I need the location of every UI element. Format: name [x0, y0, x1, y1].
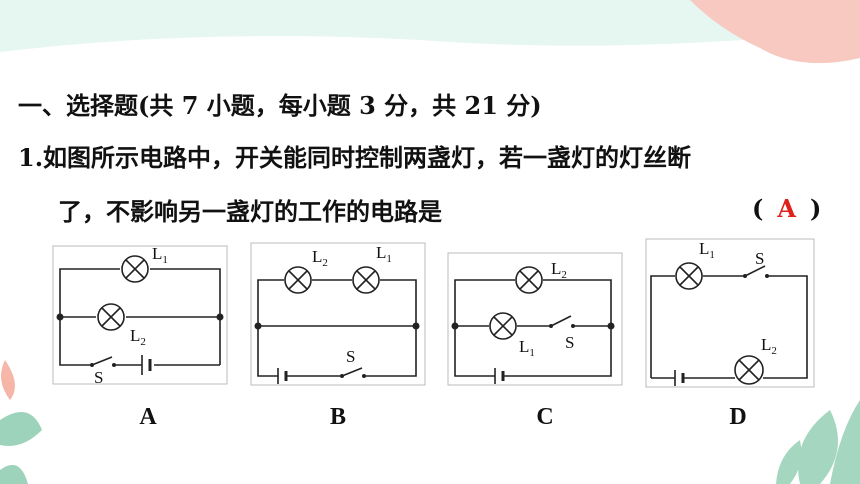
- answer-close-paren: ): [809, 194, 822, 223]
- lamp2-label-a: L2: [130, 326, 146, 348]
- option-b-label[interactable]: B: [329, 404, 346, 430]
- option-d-label[interactable]: D: [729, 404, 747, 430]
- answer-open-paren: (: [752, 194, 764, 223]
- leaf-decoration-right: [776, 400, 860, 484]
- lamp2-label-c: L2: [551, 259, 567, 281]
- option-a-label[interactable]: A: [139, 404, 157, 430]
- circuit-diagram-a: L1 L2 S: [52, 245, 228, 385]
- lamp1-label-a: L1: [152, 245, 168, 266]
- circuit-diagram-d: L1 S L2: [645, 238, 815, 388]
- switch-label-d: S: [755, 249, 764, 268]
- switch-label-b: S: [346, 347, 355, 366]
- question-text-line1: 1.如图所示电路中，开关能同时控制两盏灯，若一盏灯的灯丝断: [18, 143, 692, 172]
- answer-bracket: ( A): [752, 194, 821, 223]
- lamp1-label-c: L1: [519, 337, 535, 359]
- question-text-line2: 了，不影响另一盏灯的工作的电路是: [58, 197, 442, 226]
- coral-blob-decoration: [690, 0, 860, 64]
- leaf-decoration-left: [0, 360, 42, 484]
- lamp1-label-b: L1: [376, 243, 392, 265]
- switch-label-c: S: [565, 333, 574, 352]
- answer-letter: A: [777, 194, 796, 223]
- circuit-diagram-b: L2 L1 S: [250, 242, 426, 386]
- lamp1-label-d: L1: [699, 239, 715, 261]
- option-c-label[interactable]: C: [536, 404, 554, 430]
- section-title: 一、选择题(共 7 小题，每小题 3 分，共 21 分): [18, 91, 542, 120]
- switch-label-a: S: [94, 368, 103, 385]
- top-band-decoration: [0, 0, 860, 52]
- lamp2-label-d: L2: [761, 335, 777, 357]
- lamp2-label-b: L2: [312, 247, 328, 269]
- circuit-diagram-c: L2 L1 S: [447, 252, 623, 386]
